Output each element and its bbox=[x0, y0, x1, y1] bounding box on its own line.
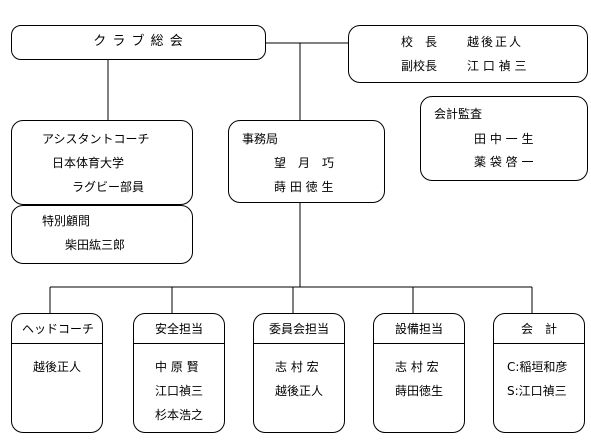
vice-principal-title: 副校長 bbox=[401, 59, 438, 73]
committee-member: S:江口禎三 bbox=[507, 384, 567, 398]
auditor-name-2: 薬 袋 啓 一 bbox=[474, 155, 534, 169]
committee-title: 委員会担当 bbox=[254, 314, 344, 344]
office-title: 事務局 bbox=[242, 132, 279, 146]
principals-box: 校 長 越後正人 副校長 江 口 禎 三 bbox=[348, 25, 588, 83]
office-box: 事務局 望 月 巧 蒔 田 徳 生 bbox=[228, 120, 385, 203]
office-name-1: 望 月 巧 bbox=[274, 156, 335, 170]
committee-title: 会 計 bbox=[494, 314, 584, 344]
committee-accounting: 会 計 C:稲垣和彦 S:江口禎三 bbox=[493, 313, 585, 433]
committee-facilities: 設備担当 志 村 宏 蒔田徳生 bbox=[373, 313, 465, 433]
club-general-meeting-box: ク ラ ブ 総 会 bbox=[11, 25, 266, 60]
club-title: ク ラ ブ 総 会 bbox=[93, 34, 184, 49]
committee-safety: 安全担当 中 原 賢 江口禎三 杉本浩之 bbox=[133, 313, 225, 433]
auditors-box: 会計監査 田 中 一 生 薬 袋 啓 一 bbox=[420, 96, 588, 181]
committee-member: 江口禎三 bbox=[155, 384, 204, 398]
committee-member: 杉本浩之 bbox=[155, 408, 204, 422]
assistant-coach-line-2: ラグビー部員 bbox=[72, 180, 145, 194]
special-advisor-title: 特別顧問 bbox=[42, 214, 91, 228]
office-name-2: 蒔 田 徳 生 bbox=[274, 180, 334, 194]
committee-member: 越後正人 bbox=[275, 384, 324, 398]
committee-member: 中 原 賢 bbox=[155, 360, 199, 374]
assistant-coach-line-1: 日本体育大学 bbox=[52, 156, 125, 170]
auditor-name-1: 田 中 一 生 bbox=[474, 132, 534, 146]
principal-name: 越後正人 bbox=[467, 35, 524, 49]
committee-member: 志 村 宏 bbox=[275, 360, 319, 374]
assistant-coach-box: アシスタントコーチ 日本体育大学 ラグビー部員 bbox=[11, 120, 193, 205]
committee-liaison: 委員会担当 志 村 宏 越後正人 bbox=[253, 313, 345, 433]
committee-member: 志 村 宏 bbox=[395, 360, 439, 374]
principal-title: 校 長 bbox=[401, 35, 438, 49]
special-advisor-name: 柴田紘三郎 bbox=[65, 238, 126, 252]
assistant-coach-title: アシスタントコーチ bbox=[42, 132, 150, 146]
auditors-title: 会計監査 bbox=[434, 107, 483, 121]
committee-head-coach: ヘッドコーチ 越後正人 bbox=[11, 313, 103, 433]
committee-title: 設備担当 bbox=[374, 314, 464, 344]
committee-member: 蒔田徳生 bbox=[395, 384, 444, 398]
special-advisor-box: 特別顧問 柴田紘三郎 bbox=[11, 205, 193, 264]
committee-title: ヘッドコーチ bbox=[12, 314, 102, 344]
vice-principal-name: 江 口 禎 三 bbox=[467, 59, 527, 73]
committee-title: 安全担当 bbox=[134, 314, 224, 344]
committee-member: 越後正人 bbox=[33, 360, 82, 374]
committee-member: C:稲垣和彦 bbox=[507, 360, 568, 374]
